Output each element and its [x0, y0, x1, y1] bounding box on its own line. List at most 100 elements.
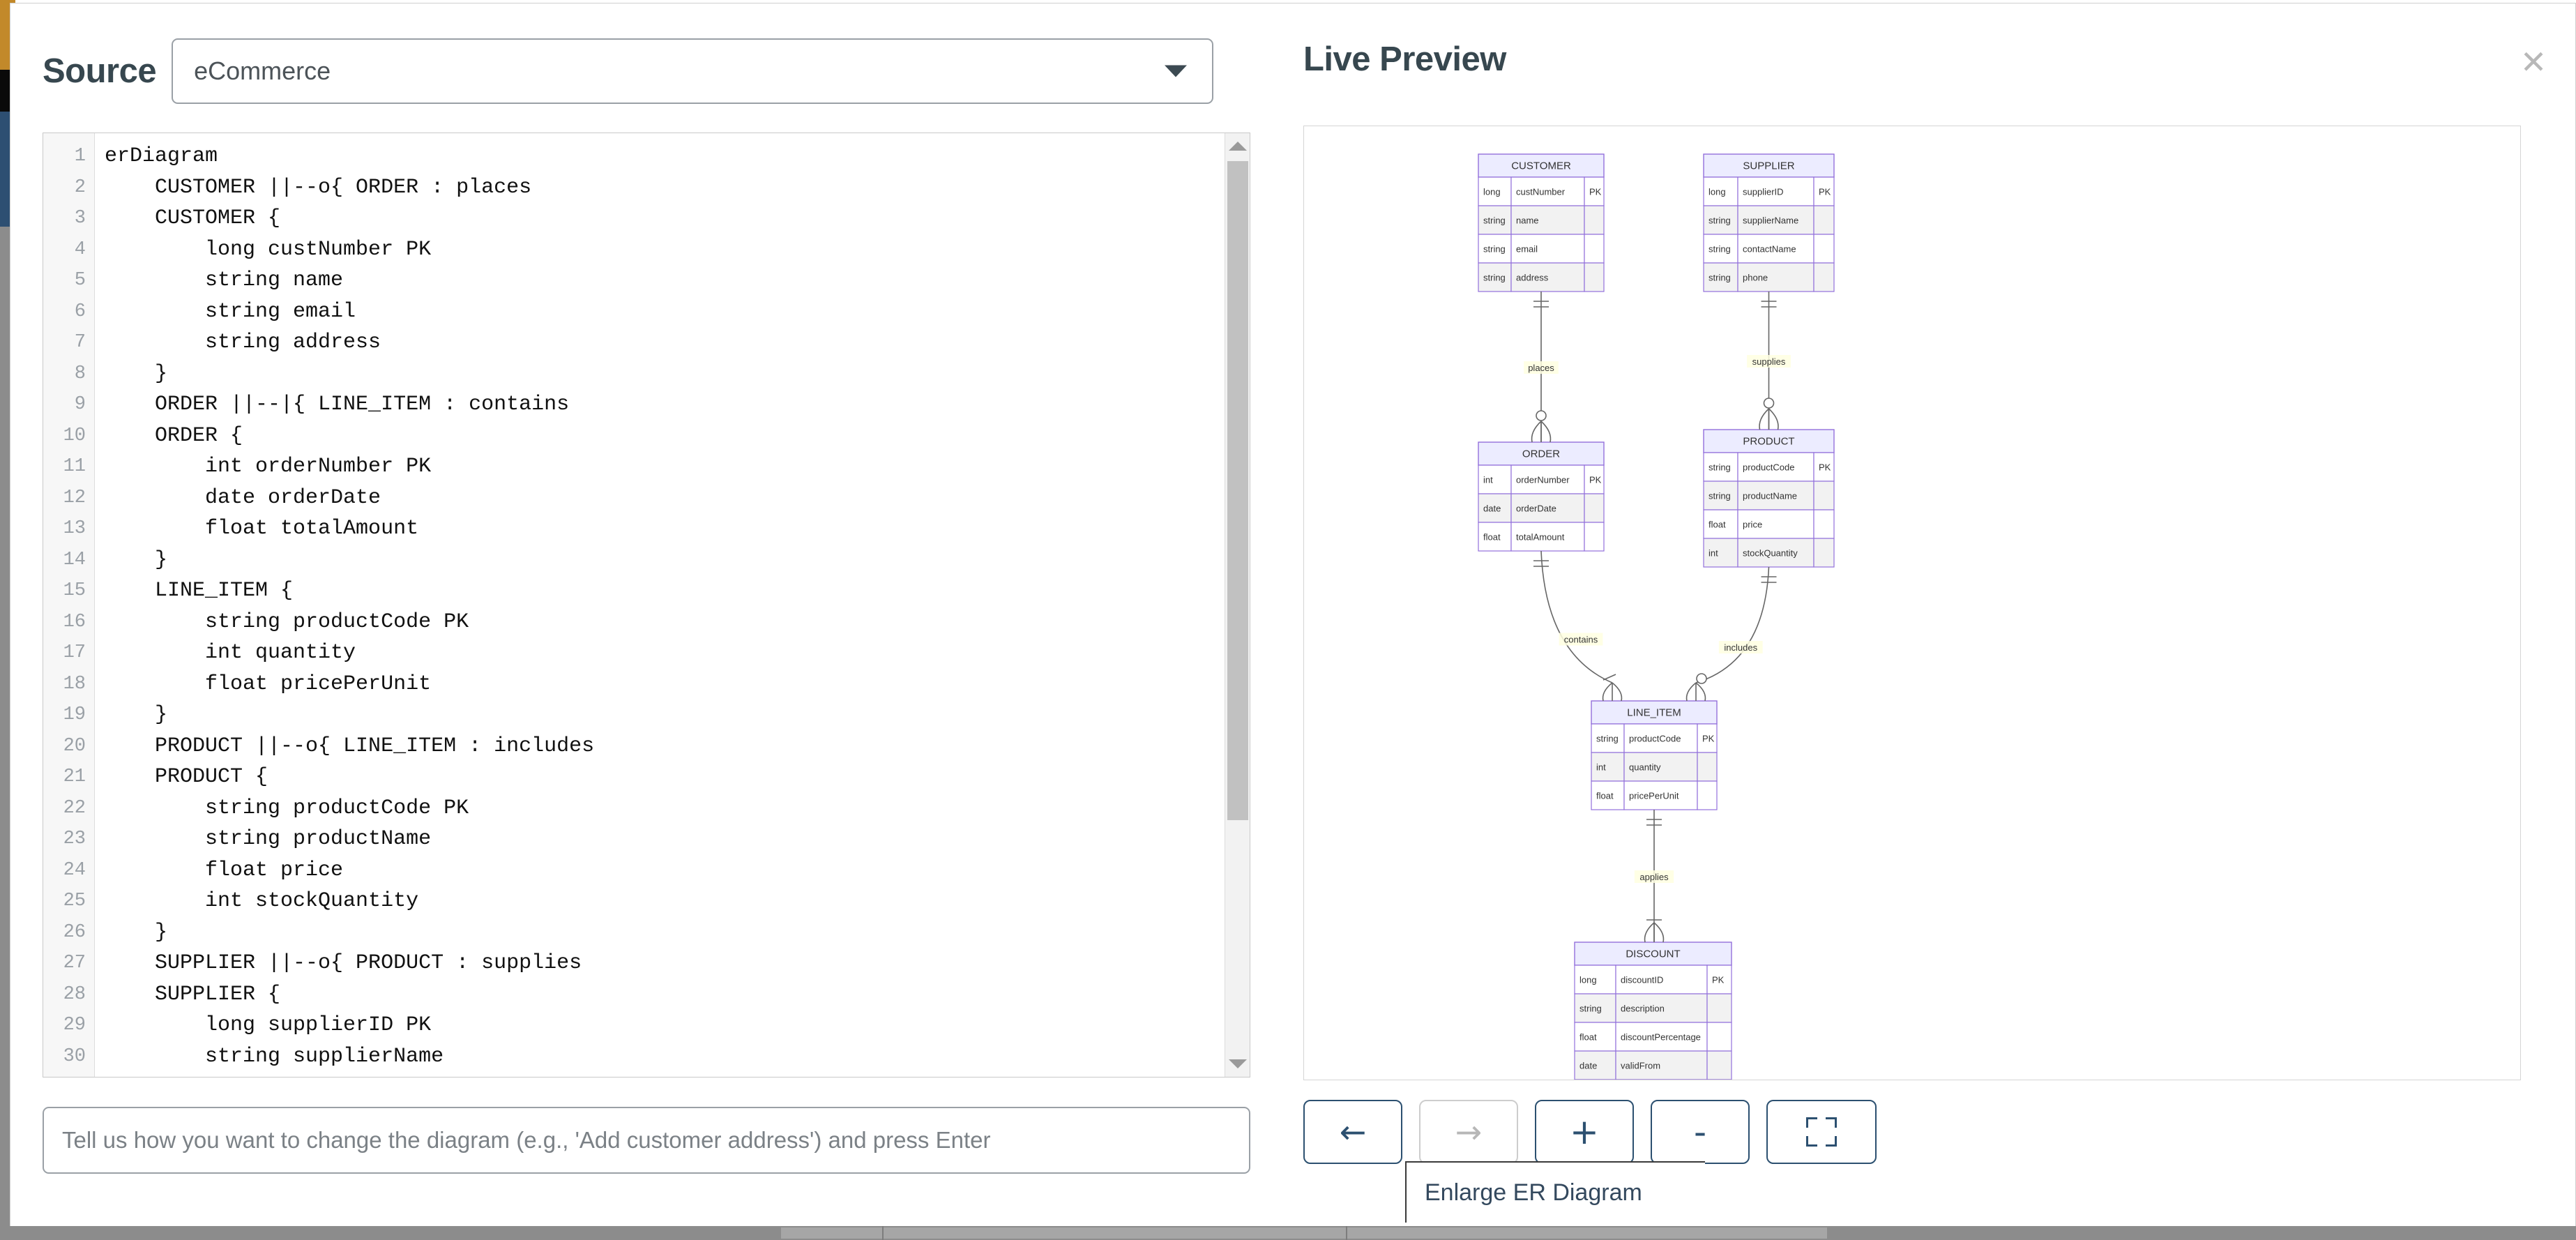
attr-name-cell [1737, 509, 1814, 539]
live-preview-title: Live Preview [1303, 40, 1506, 78]
code-text-area[interactable]: erDiagram CUSTOMER ||--o{ ORDER : places… [95, 133, 1250, 1077]
scrollbar-thumb[interactable] [1227, 161, 1248, 820]
attr-key-cell [1584, 522, 1605, 552]
diagram-text: phone [1743, 273, 1768, 283]
code-line: SUPPLIER { [105, 982, 281, 1006]
diagram-text: PK [1819, 462, 1831, 473]
line-number: 10 [63, 425, 86, 446]
attr-key-cell [1584, 493, 1605, 523]
attr-name-cell [1615, 1022, 1708, 1052]
diagram-text: productCode [1743, 462, 1794, 473]
zoom-in-button[interactable]: + [1535, 1100, 1634, 1164]
attr-name-cell [1615, 993, 1708, 1023]
code-line: long supplierID PK [105, 1013, 432, 1037]
cardinality-zero-marker [1696, 673, 1707, 684]
diagram-text: validFrom [1621, 1061, 1660, 1071]
line-number: 19 [63, 704, 86, 725]
diagram-text: string [1483, 273, 1506, 283]
preview-toolbar: ← → + - [1303, 1100, 1877, 1164]
line-number: 5 [74, 270, 86, 291]
line-number: 4 [74, 239, 86, 260]
line-number: 11 [63, 456, 86, 477]
source-select-value: eCommerce [194, 56, 331, 85]
crowsfoot-leg [1695, 682, 1706, 702]
code-line: string productCode PK [105, 610, 469, 634]
diagram-text: stockQuantity [1743, 548, 1798, 559]
code-line: int orderNumber PK [105, 455, 432, 478]
diagram-text: string [1709, 216, 1731, 226]
back-button[interactable]: ← [1303, 1100, 1402, 1164]
attr-key-cell [1584, 205, 1605, 235]
diagram-change-prompt-input[interactable]: Tell us how you want to change the diagr… [43, 1107, 1250, 1174]
editor-vertical-scrollbar[interactable] [1225, 133, 1250, 1077]
attr-name-cell [1510, 464, 1585, 494]
line-number: 16 [63, 611, 86, 633]
diagram-text: price [1743, 520, 1762, 530]
diagram-text: productCode [1629, 734, 1681, 744]
entity-header [1703, 153, 1835, 178]
line-number: 25 [63, 891, 86, 912]
attr-key-cell [1706, 993, 1732, 1023]
diagram-text: int [1483, 475, 1493, 485]
relationship-line_item-discount: applies [1634, 810, 1674, 943]
relationship-label-bg [1524, 361, 1559, 374]
tooltip-text: Enlarge ER Diagram [1425, 1179, 1642, 1206]
scroll-down-icon[interactable] [1228, 1059, 1247, 1068]
cardinality-zero-marker [1536, 410, 1547, 421]
attr-name-cell [1737, 205, 1814, 235]
code-line: string productName [105, 827, 432, 851]
attr-type-cell [1703, 176, 1738, 206]
diagram-text: applies [1639, 872, 1669, 882]
entity-header [1574, 942, 1732, 966]
crowsfoot-leg [1644, 922, 1655, 943]
diagram-text: long [1579, 975, 1597, 985]
page-horizontal-scrollbar[interactable] [0, 1226, 2576, 1240]
attr-key-cell [1584, 262, 1605, 292]
diagram-text: email [1516, 244, 1538, 255]
crowsfoot-leg [1759, 408, 1770, 430]
attr-key-cell [1584, 234, 1605, 264]
source-panel-title: Source [43, 52, 157, 90]
scroll-up-icon[interactable] [1228, 142, 1247, 151]
page-hscroll-thumb[interactable] [781, 1227, 1827, 1239]
line-number: 23 [63, 829, 86, 849]
code-line: ORDER { [105, 423, 243, 448]
line-number: 13 [63, 518, 86, 539]
attr-name-cell [1737, 481, 1814, 511]
diagram-text: string [1483, 216, 1506, 226]
line-number: 26 [63, 921, 86, 943]
diagram-text: string [1709, 491, 1731, 501]
relationship-label-bg [1718, 641, 1763, 653]
forward-button[interactable]: → [1419, 1100, 1518, 1164]
relationship-product-line_item: includes [1685, 566, 1777, 702]
relationship-line [1695, 566, 1770, 683]
attr-type-cell [1478, 205, 1512, 235]
code-line: PRODUCT { [105, 765, 268, 789]
zoom-out-button[interactable]: - [1651, 1100, 1750, 1164]
diagram-text: string [1579, 1004, 1602, 1014]
diagram-text: long [1483, 187, 1501, 197]
enlarge-diagram-button[interactable] [1766, 1100, 1877, 1164]
close-icon[interactable]: ✕ [2520, 44, 2547, 80]
diagram-text: supplierID [1743, 187, 1784, 197]
diagram-text: string [1709, 462, 1731, 473]
attr-name-cell [1615, 1050, 1708, 1080]
diagram-text: float [1483, 532, 1501, 543]
arrow-left-icon: ← [1339, 1113, 1367, 1151]
source-diagram-select[interactable]: eCommerce [172, 38, 1214, 104]
diagram-text: ORDER [1522, 448, 1560, 460]
relationship-line [1603, 674, 1616, 681]
diagram-text: supplierName [1743, 216, 1798, 226]
attr-key-cell [1706, 1022, 1732, 1052]
